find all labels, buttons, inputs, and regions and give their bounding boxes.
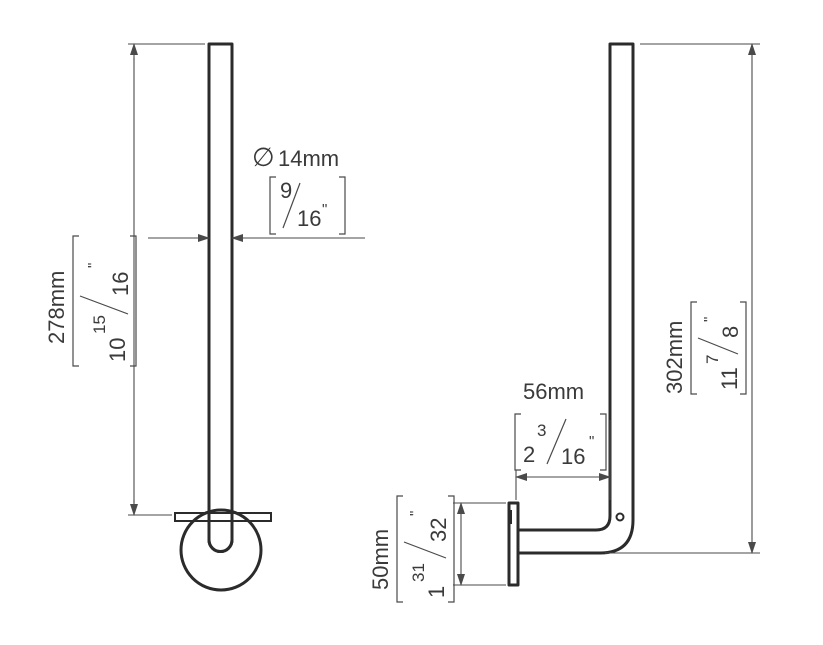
side-height-bracket-top (690, 301, 697, 395)
side-view (507, 42, 635, 587)
front-height-fraction-slash (79, 295, 129, 315)
diameter-inch-num: 9 (280, 178, 292, 203)
front-view (174, 42, 272, 592)
front-height-inch-num: 15 (90, 315, 109, 334)
side-height-bracket-bottom (740, 301, 747, 395)
front-height-inch-whole: 10 (105, 338, 130, 362)
base-plate-bracket-bottom (448, 495, 455, 603)
base-plate-bracket-top (396, 495, 403, 603)
projection-inch-unit: " (589, 433, 594, 450)
base-plate-inch-den: 32 (426, 518, 451, 542)
front-height-label: 278mm 10 15 16 " (44, 235, 137, 367)
diameter-bracket-left (269, 176, 276, 235)
side-height-label: 302mm 11 7 8 " (662, 301, 747, 395)
side-height-inch-num: 7 (703, 355, 722, 364)
projection-inch-whole: 2 (523, 442, 535, 467)
projection-bracket-right (600, 413, 607, 471)
front-height-inch-unit: " (85, 263, 102, 268)
base-plate-inch-whole: 1 (424, 586, 449, 598)
front-flange (174, 512, 272, 522)
projection-label: 56mm 2 3 16 " (514, 379, 607, 471)
front-rod (207, 42, 234, 553)
projection-dimension (515, 420, 611, 500)
projection-inch-num: 3 (537, 421, 546, 440)
base-plate-inch-unit: " (407, 511, 424, 516)
front-height-mm: 278mm (44, 271, 69, 344)
front-height-inch-den: 16 (108, 272, 133, 296)
front-height-bracket-top (72, 235, 79, 367)
diameter-bracket-right (339, 176, 346, 235)
projection-bracket-left (514, 413, 521, 471)
base-plate-dimension (453, 502, 506, 586)
screw-hole (615, 512, 625, 522)
base-plate-mm: 50mm (368, 529, 393, 590)
front-mount-disc (179, 508, 263, 592)
side-height-inch-whole: 11 (717, 367, 742, 390)
side-height-dimension (605, 43, 760, 554)
front-height-dimension (128, 43, 205, 516)
projection-inch-den: 16 (561, 444, 585, 469)
diameter-fraction-slash (282, 182, 301, 229)
base-plate-label: 50mm 1 31 32 " (368, 495, 455, 603)
projection-mm: 56mm (523, 379, 584, 404)
diameter-inch-unit: " (322, 201, 327, 218)
side-height-fraction-slash (697, 337, 739, 355)
wall-plate (507, 501, 520, 587)
projection-fraction-slash (546, 418, 567, 465)
front-height-bracket-bottom (130, 235, 137, 367)
diameter-mm: 14mm (278, 146, 339, 171)
side-height-mm: 302mm (662, 321, 687, 394)
diameter-symbol: ∅ (252, 142, 275, 172)
diameter-label: ∅ 14mm 9 16 " (252, 142, 346, 235)
diameter-inch-den: 16 (297, 206, 321, 231)
side-height-inch-unit: " (701, 317, 718, 322)
base-plate-fraction-slash (403, 541, 447, 559)
side-height-inch-den: 8 (718, 326, 743, 338)
base-plate-inch-num: 31 (409, 563, 428, 582)
